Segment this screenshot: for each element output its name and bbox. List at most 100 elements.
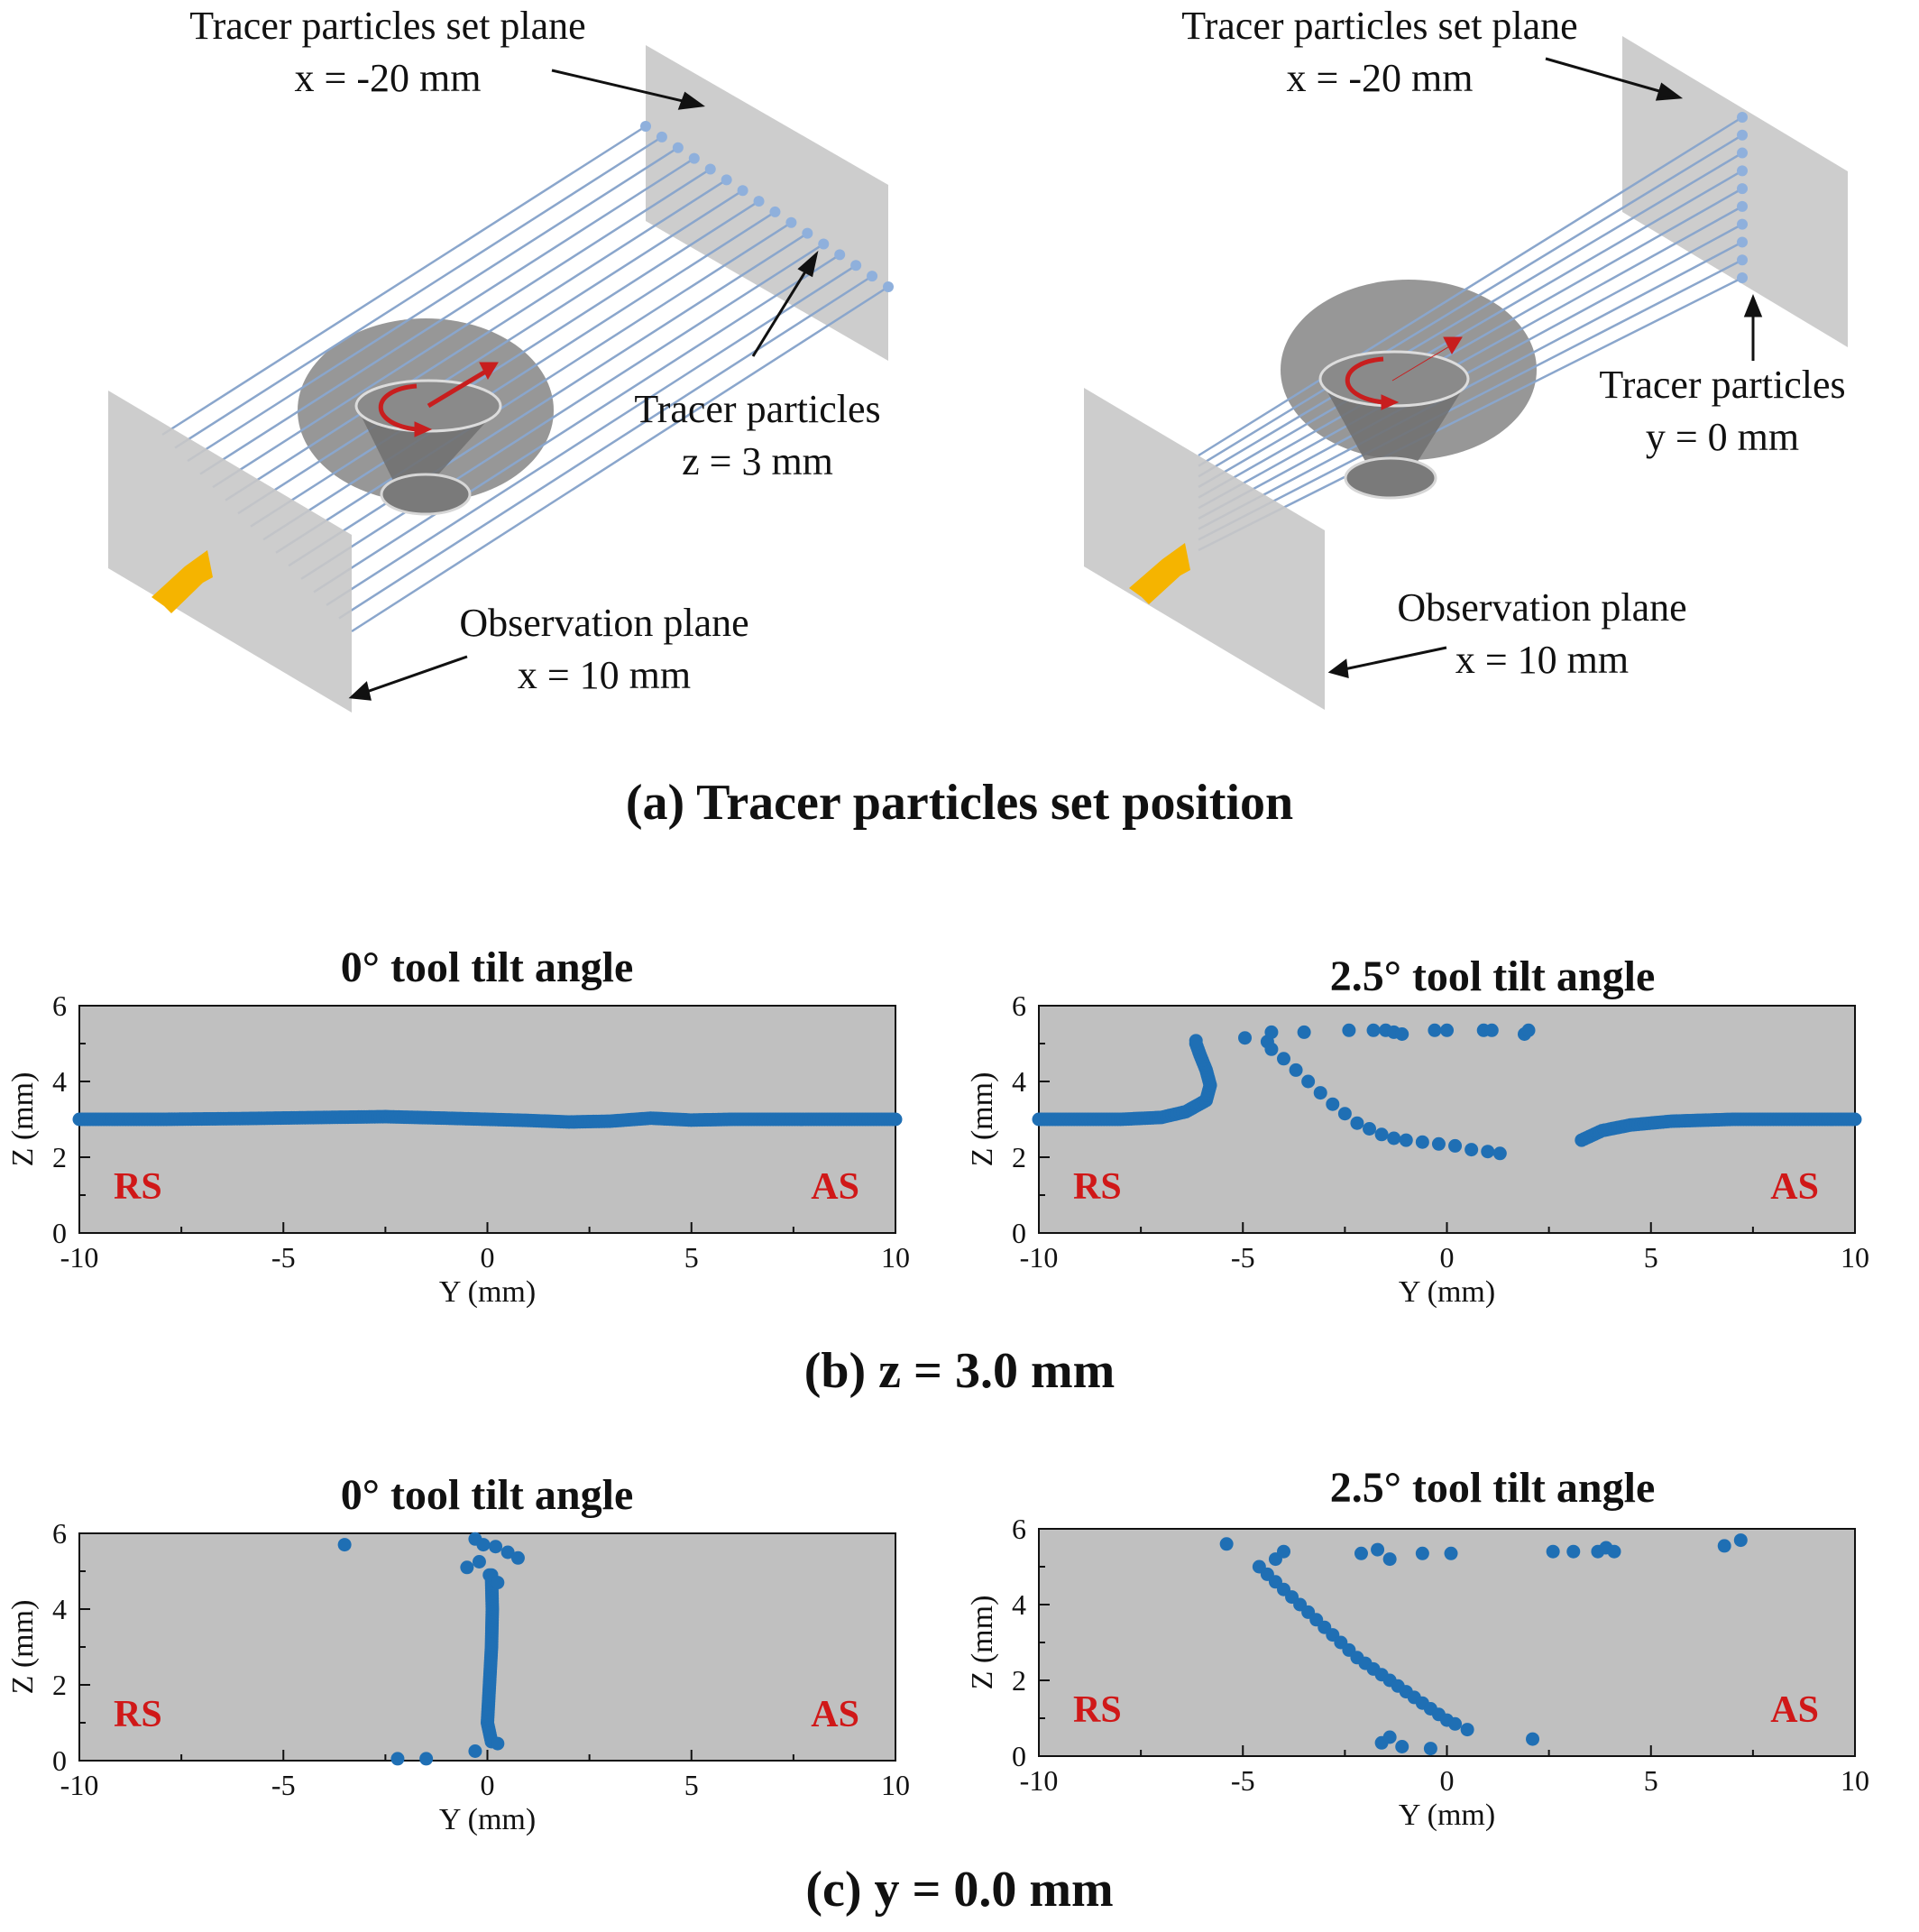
data-point (1460, 1723, 1474, 1737)
streamline (199, 157, 695, 475)
x-tick-label: 0 (1440, 1241, 1455, 1274)
data-point (1382, 1730, 1397, 1744)
x-axis-label: Y (mm) (439, 1803, 536, 1836)
y-tick-label: 2 (52, 1141, 67, 1173)
data-point (1415, 1135, 1429, 1149)
x-tick-label: 5 (684, 1769, 699, 1801)
data-point (1238, 1031, 1253, 1045)
rs-label: RS (1073, 1166, 1122, 1208)
tracer-particle (672, 142, 684, 153)
tracer-particles-label: Tracer particles y = 0 mm (1560, 359, 1885, 464)
y-tick-label: 4 (52, 1065, 67, 1098)
data-point (1374, 1127, 1389, 1142)
data-point (1395, 1740, 1409, 1753)
tracer-particle (818, 238, 830, 250)
streamline (326, 264, 857, 606)
observation-plane-title: Observation plane (459, 601, 749, 645)
data-point (1444, 1546, 1458, 1560)
flow-direction-arrow-icon (152, 550, 213, 613)
data-point (1521, 1023, 1536, 1037)
data-point (1399, 1133, 1413, 1147)
data-point (1277, 1544, 1290, 1559)
data-point (476, 1538, 491, 1552)
tracer-particles-position: z = 3 mm (682, 439, 833, 483)
data-point (1313, 1086, 1327, 1100)
data-point (1415, 1546, 1429, 1560)
data-point (460, 1560, 474, 1575)
plot-title: 2.5° tool tilt angle (1329, 952, 1656, 1000)
tracer-particle (656, 131, 667, 143)
x-tick-label: 5 (1644, 1241, 1658, 1274)
y-tick-label: 6 (1012, 1520, 1026, 1545)
tracer-particle (867, 271, 878, 282)
tracer-particle (1737, 236, 1748, 248)
x-axis-label: Y (mm) (439, 1275, 536, 1309)
data-point (468, 1744, 482, 1758)
tool-pin-tip (380, 473, 472, 516)
data-point (489, 1540, 503, 1554)
observation-plane-title: Observation plane (1397, 585, 1687, 630)
rotation-arrow-icon (378, 362, 499, 437)
data-point (491, 1736, 505, 1751)
x-tick-label: -5 (271, 1241, 296, 1274)
data-point (1423, 1742, 1437, 1756)
rs-label: RS (114, 1694, 162, 1735)
x-tick-label: -10 (60, 1769, 99, 1801)
data-point (1733, 1533, 1748, 1548)
data-point (1297, 1025, 1311, 1039)
observation-plane (108, 391, 352, 713)
data-point (1546, 1544, 1560, 1559)
y-axis-label: Z (mm) (966, 1072, 999, 1167)
tracer-particle (704, 163, 716, 175)
streamline (1198, 276, 1743, 552)
flow-direction-arrow-icon (1129, 543, 1190, 604)
streamline (262, 210, 776, 541)
x-tick-label: 10 (1841, 1764, 1869, 1797)
set-plane-label: Tracer particles set plane x = -20 mm (135, 0, 640, 105)
data-point (500, 1545, 515, 1559)
tracer-particle (1737, 272, 1748, 283)
data-point (1363, 1122, 1377, 1136)
data-point (1277, 1052, 1290, 1066)
tracer-set-plane (646, 45, 888, 361)
data-point (1366, 1023, 1381, 1037)
data-point (1481, 1145, 1495, 1159)
streamline (338, 275, 873, 620)
tracer-setup-diagram-right (1084, 36, 1848, 710)
data-point (1189, 1034, 1203, 1048)
data-point (1484, 1023, 1499, 1037)
tracer-particle (688, 152, 700, 164)
set-plane-position: x = -20 mm (294, 56, 482, 100)
y-tick-label: 6 (1012, 997, 1026, 1022)
tracer-particle (769, 206, 781, 217)
streamline (225, 179, 728, 501)
tracer-particle (1737, 165, 1748, 177)
y-tick-label: 6 (52, 997, 67, 1022)
data-point (1431, 1136, 1446, 1151)
streamline (1198, 188, 1743, 499)
y-tick-label: 6 (52, 1524, 67, 1550)
as-label: AS (1770, 1689, 1819, 1731)
data-point (1382, 1552, 1397, 1567)
data-point (1440, 1023, 1454, 1037)
observation-plane (1084, 388, 1325, 710)
data-point (390, 1752, 405, 1766)
x-axis-label: Y (mm) (1399, 1275, 1495, 1309)
data-point (1301, 1074, 1316, 1089)
tool-pin-top (1318, 350, 1470, 408)
tracer-particle (834, 249, 846, 261)
y-tick-label: 4 (1012, 1588, 1026, 1621)
x-tick-label: 10 (881, 1769, 910, 1801)
rs-label: RS (1073, 1689, 1122, 1731)
data-point (1264, 1025, 1279, 1039)
data-point (1566, 1544, 1581, 1559)
tracer-setup-diagram-left (108, 45, 894, 713)
data-point (472, 1555, 486, 1569)
caption-b: (b) z = 3.0 mm (803, 1343, 1116, 1399)
data-point (888, 1112, 903, 1127)
streamline (1198, 152, 1743, 478)
y-tick-label: 0 (1012, 1217, 1026, 1249)
tracer-particle (1737, 183, 1748, 195)
tracer-particles-position: y = 0 mm (1645, 415, 1800, 459)
